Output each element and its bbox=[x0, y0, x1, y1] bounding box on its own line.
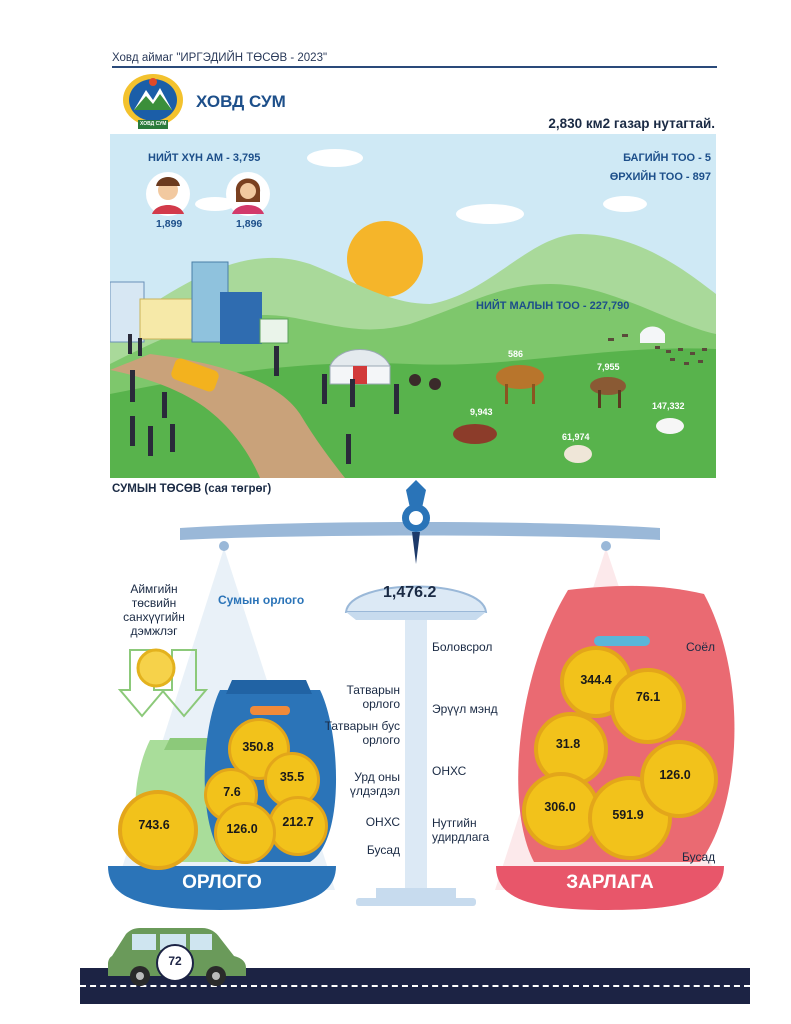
bag-count: БАГИЙН ТОО - 5 bbox=[623, 152, 711, 164]
page-number-badge bbox=[156, 944, 194, 982]
expense-education-value: 344.4 bbox=[580, 673, 612, 687]
income-other-label: Бусад bbox=[366, 843, 400, 857]
coin-aimag-support bbox=[118, 790, 198, 870]
income-pan-label: ОРЛОГО bbox=[182, 872, 262, 893]
expense-other-label: Бусад bbox=[682, 850, 716, 864]
livestock-cattle: 9,943 bbox=[470, 407, 493, 417]
emblem-text: ХОВД СУМ bbox=[140, 121, 167, 127]
income-nontax-value: 35.5 bbox=[279, 770, 305, 784]
expense-onhs-value: 306.0 bbox=[544, 800, 576, 814]
budget-total: 1,476.2 bbox=[383, 584, 437, 601]
expense-onhs-label: ОНХС bbox=[432, 764, 467, 778]
expense-pan-label: ЗАРЛАГА bbox=[566, 872, 654, 893]
expense-other-value: 126.0 bbox=[659, 768, 691, 782]
income-tax-value: 350.8 bbox=[242, 740, 274, 754]
income-onhs-value: 212.7 bbox=[282, 815, 314, 829]
income-nontax-label: Татварын бус орлого bbox=[324, 719, 400, 747]
expense-culture-label: Соёл bbox=[686, 640, 716, 654]
livestock-sheep: 61,974 bbox=[562, 432, 590, 442]
budget-title: СУМЫН ТӨСӨВ (сая төгрөг) bbox=[112, 483, 272, 495]
expense-local-admin-label: Нутгийн удирдлага bbox=[432, 816, 490, 844]
household-count: ӨРХИЙН ТОО - 897 bbox=[609, 171, 711, 183]
expense-health-label: Эрүүл мэнд bbox=[432, 702, 498, 716]
coin-culture bbox=[610, 668, 686, 744]
road-dash bbox=[80, 985, 750, 987]
soum-emblem-icon bbox=[123, 74, 183, 129]
car-icon bbox=[108, 928, 246, 986]
coin-other-income bbox=[214, 802, 276, 864]
expense-local-admin-value: 591.9 bbox=[612, 808, 644, 822]
income-prev-balance-label: Урд оны үлдэгдэл bbox=[349, 770, 400, 798]
income-tax-label: Татварын орлого bbox=[346, 683, 400, 711]
page-number: 72 bbox=[168, 954, 182, 968]
aimag-support-label: Аймгийн төсвийн санхүүгийн дэмжлэг bbox=[123, 582, 185, 638]
income-prev-balance-value: 7.6 bbox=[223, 785, 241, 799]
landscape-illustration bbox=[110, 134, 716, 478]
livestock-title: НИЙТ МАЛЫН ТОО - 227,790 bbox=[476, 300, 630, 312]
soum-area: 2,830 км2 газар нутагтай. bbox=[548, 116, 715, 131]
livestock-camel: 586 bbox=[508, 349, 524, 359]
coin-onhs-income bbox=[268, 796, 328, 856]
expense-education-label: Боловсрол bbox=[432, 640, 493, 654]
header-divider bbox=[112, 66, 717, 68]
population-female: 1,896 bbox=[236, 218, 263, 230]
expense-health-value: 31.8 bbox=[555, 737, 581, 751]
aimag-support-value: 743.6 bbox=[138, 818, 170, 832]
livestock-goat: 147,332 bbox=[652, 401, 685, 411]
population-title: НИЙТ ХҮН АМ - 3,795 bbox=[148, 152, 261, 164]
document-header: Ховд аймаг "ИРГЭДИЙН ТӨСӨВ - 2023" bbox=[112, 52, 328, 64]
income-onhs-label: ОНХС bbox=[365, 815, 400, 829]
population-male: 1,899 bbox=[156, 218, 183, 230]
soum-name: ХОВД СУМ bbox=[196, 92, 286, 111]
soum-income-label: Сумын орлого bbox=[218, 593, 305, 607]
expense-culture-value: 76.1 bbox=[635, 690, 661, 704]
livestock-horse: 7,955 bbox=[597, 362, 620, 372]
income-other-value: 126.0 bbox=[226, 822, 258, 836]
coin-other-expense bbox=[640, 740, 718, 818]
